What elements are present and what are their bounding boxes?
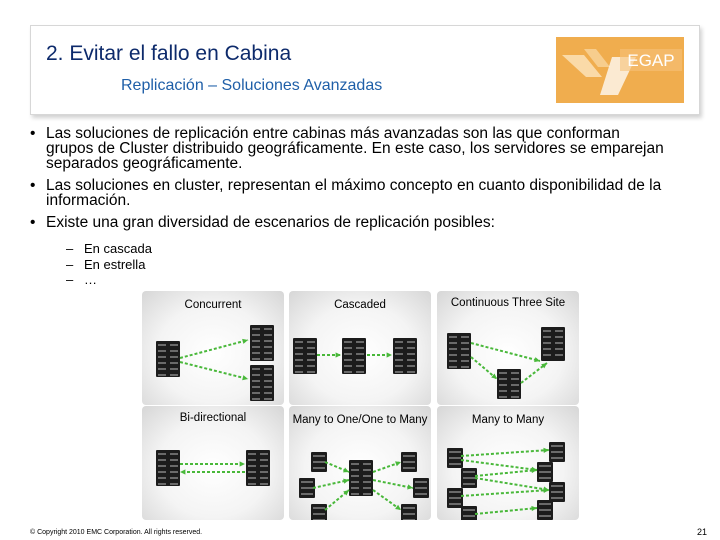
bullet-item: • Las soluciones en cluster, representan … [28, 177, 668, 209]
bullet-dot: • [30, 125, 36, 142]
storage-array-icon [349, 460, 373, 496]
copyright-text: © Copyright 2010 EMC Corporation. All ri… [30, 529, 203, 536]
diagram-label: Many to One/One to Many [292, 414, 428, 426]
bullet-item: • Existe una gran diversidad de escenario… [28, 214, 668, 231]
sub-bullet-text: … [84, 272, 97, 287]
storage-array-icon [549, 482, 565, 502]
replication-arrow-icon [312, 478, 350, 489]
bullet-dot: • [30, 214, 36, 231]
replication-arrow-icon [372, 461, 402, 473]
storage-array-icon [461, 468, 477, 488]
sub-bullet-list: –En cascada –En estrella –… [66, 241, 152, 288]
bullet-text: Las soluciones de replicación entre cabi… [46, 125, 664, 172]
sub-bullet-item: –En estrella [66, 257, 152, 273]
replication-arrow-icon [474, 505, 538, 515]
storage-array-icon [246, 450, 270, 486]
storage-array-icon [447, 333, 471, 369]
storage-array-icon [293, 338, 317, 374]
diagram-continuous: Continuous Three Site [437, 291, 579, 405]
diagram-many-to-many: Many to Many [437, 406, 579, 520]
replication-arrow-icon [372, 489, 402, 511]
bidirectional-topology-icon [156, 450, 270, 486]
replication-arrow-icon [324, 461, 350, 473]
sub-bullet-text: En cascada [84, 241, 152, 256]
diagram-label: Bi-directional [179, 412, 247, 424]
egap-logo: EGAP [556, 37, 684, 103]
storage-array-icon [537, 462, 553, 482]
storage-array-icon [413, 478, 429, 498]
diagram-bidirectional: Bi-directional [142, 406, 284, 520]
storage-array-icon [401, 452, 417, 472]
bullet-dot: • [30, 177, 36, 194]
replication-arrow-icon [180, 461, 245, 467]
dash: – [66, 241, 74, 256]
storage-array-icon [537, 500, 553, 520]
replication-arrow-icon [460, 459, 538, 472]
many-to-many-topology-icon [447, 442, 565, 520]
storage-array-icon [497, 369, 521, 399]
diagram-label: Concurrent [184, 299, 242, 311]
replication-arrow-icon [470, 342, 541, 363]
storage-array-icon [541, 327, 565, 361]
storage-array-icon [156, 450, 180, 486]
storage-array-icon [250, 365, 274, 401]
storage-array-icon [311, 504, 327, 520]
storage-array-icon [461, 506, 477, 520]
sub-bullet-item: –… [66, 272, 152, 288]
bullet-list: • Las soluciones de replicación entre cab… [28, 126, 668, 237]
storage-array-icon [250, 325, 274, 361]
diagram-many-to-one: Many to One/One to Many [289, 406, 431, 520]
concurrent-topology-icon [156, 325, 274, 401]
diagram-label: Cascaded [334, 299, 386, 311]
diagram-label: Many to Many [471, 414, 545, 426]
page-number: 21 [696, 527, 707, 537]
storage-array-icon [311, 452, 327, 472]
bullet-text: Existe una gran diversidad de escenarios… [46, 214, 495, 231]
replication-arrow-icon [460, 447, 550, 457]
replication-arrow-icon [470, 356, 498, 380]
replication-arrow-icon [179, 361, 249, 381]
dash: – [66, 272, 74, 287]
sub-bullet-item: –En cascada [66, 241, 152, 257]
replication-arrow-icon [317, 352, 341, 358]
replication-arrow-icon [520, 362, 548, 384]
slide-subtitle: Replicación – Soluciones Avanzadas [121, 77, 383, 94]
replication-arrow-icon [324, 489, 350, 511]
replication-arrow-icon [367, 352, 392, 358]
replication-arrow-icon [474, 477, 550, 492]
storage-array-icon [447, 448, 463, 468]
bullet-item: • Las soluciones de replicación entre cab… [28, 125, 668, 172]
continuous-topology-icon [447, 327, 565, 399]
diagram-cascaded: Cascaded [289, 291, 431, 405]
dash: – [66, 256, 74, 272]
storage-array-icon [393, 338, 417, 374]
bullet-text: Las soluciones en cluster, representan e… [46, 177, 662, 209]
diagram-label: Continuous Three Site [450, 297, 566, 309]
storage-array-icon [401, 504, 417, 520]
storage-array-icon [447, 488, 463, 508]
replication-arrow-icon [460, 487, 550, 497]
many-to-one-topology-icon [299, 452, 429, 520]
diagram-concurrent: Concurrent [142, 291, 284, 405]
storage-array-icon [299, 478, 315, 498]
cascaded-topology-icon [293, 338, 417, 374]
egap-logo-mark-icon: EGAP [562, 49, 682, 95]
storage-array-icon [156, 341, 180, 377]
storage-array-icon [549, 442, 565, 462]
replication-arrow-icon [372, 479, 414, 490]
replication-arrow-icon [179, 338, 249, 359]
logo-text: EGAP [627, 51, 674, 70]
storage-array-icon [342, 338, 366, 374]
replication-arrow-icon [180, 469, 245, 475]
slide-title: 2. Evitar el fallo en Cabina [46, 42, 292, 65]
sub-bullet-text: En estrella [84, 256, 146, 272]
